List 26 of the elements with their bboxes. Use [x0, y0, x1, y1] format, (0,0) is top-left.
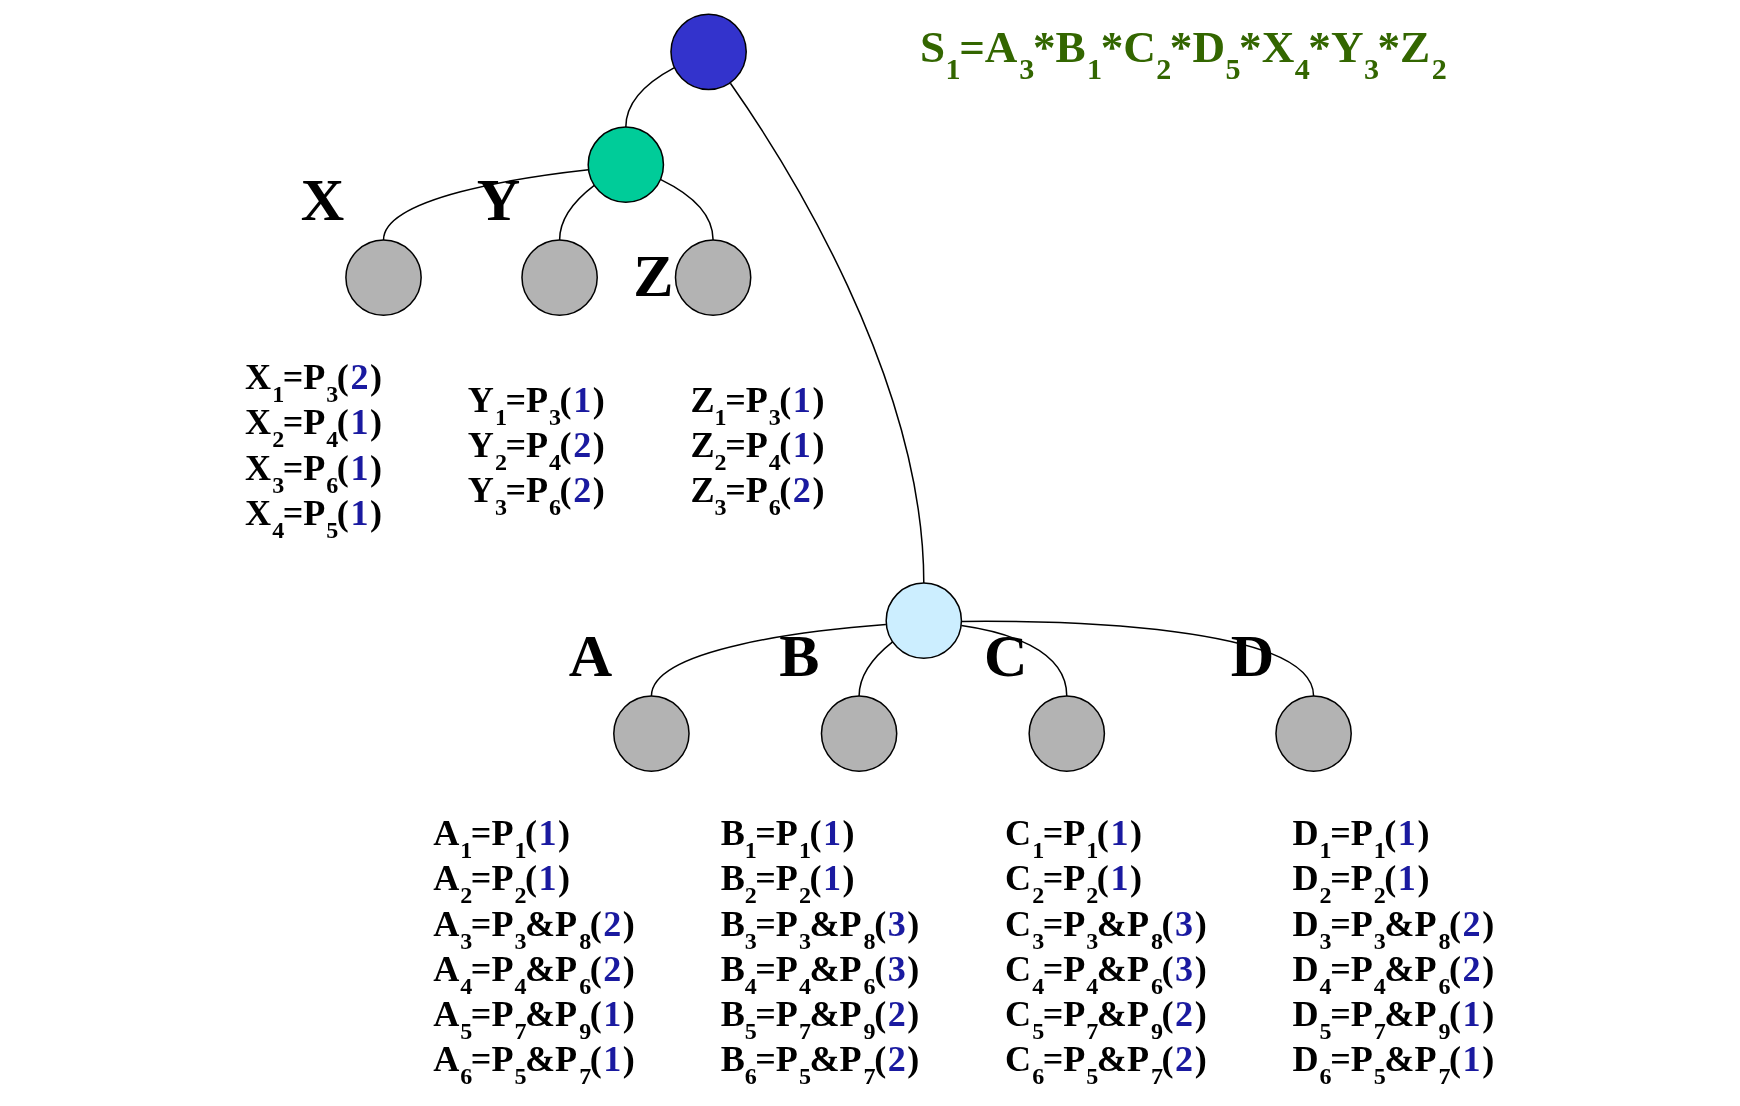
node-label: Z — [633, 241, 674, 309]
connector — [729, 82, 925, 584]
node-label: A — [568, 622, 613, 690]
node-label: S$_{1}$=A$_{3}$*B$_{1}$*C$_{2}$*D$_{5}$*X$_{4}$*Y$_{3}$*Z$_{2}$ — [920, 21, 1447, 86]
node-circle — [885, 582, 963, 660]
connector — [625, 66, 676, 128]
node-label: B — [779, 622, 820, 690]
connector — [960, 624, 1068, 697]
node-label: Y — [476, 166, 521, 234]
node-circle — [345, 239, 422, 316]
connector — [558, 184, 595, 241]
node-label: X — [300, 166, 345, 234]
node-circle — [1275, 695, 1352, 772]
node-circle — [613, 695, 690, 772]
node-circle — [587, 126, 665, 204]
node-circle — [674, 239, 752, 316]
node-circle — [670, 13, 747, 91]
node-circle — [1028, 695, 1106, 772]
connector — [961, 620, 1315, 697]
node-circle — [521, 239, 598, 316]
connector — [660, 178, 714, 241]
connector — [650, 623, 887, 697]
node-circle — [820, 695, 898, 772]
connector — [858, 641, 894, 697]
node-label: C — [984, 622, 1028, 690]
connector — [382, 169, 590, 241]
